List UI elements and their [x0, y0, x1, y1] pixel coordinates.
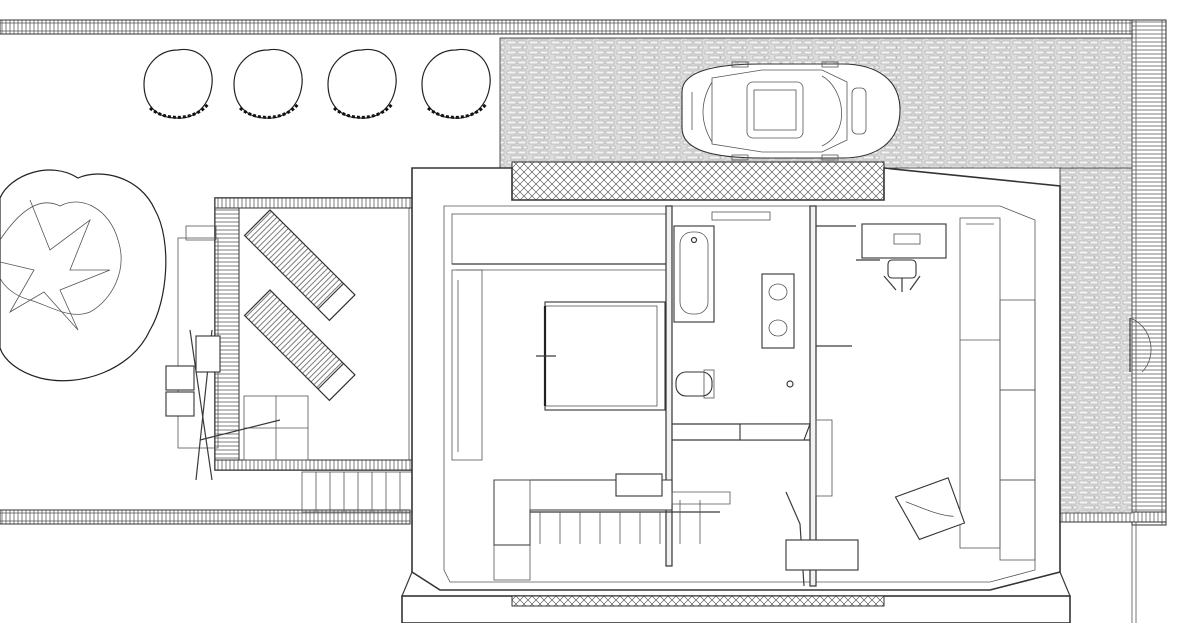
terrace-chairs	[165, 335, 221, 417]
car-icon	[681, 61, 901, 161]
sun-lounger-icon	[243, 289, 356, 402]
tree-icon	[233, 48, 303, 119]
sink-icon	[711, 211, 795, 349]
tree-icon	[143, 48, 213, 119]
tree-icon	[421, 48, 491, 119]
armchair-icon	[894, 477, 966, 541]
desk-chair-icon	[856, 223, 947, 292]
tree-row	[143, 48, 491, 119]
doors	[785, 317, 1152, 587]
sun-lounger-icon	[243, 209, 356, 322]
toilet-icon	[675, 369, 715, 399]
bed-icon	[536, 301, 666, 411]
building-shell	[401, 167, 1071, 623]
terrace	[177, 197, 416, 481]
bathtub-icon	[673, 225, 715, 323]
staircase-icon	[301, 471, 413, 513]
paved-driveway	[499, 37, 1133, 514]
staircase-icon	[493, 473, 731, 581]
tree-icon	[327, 48, 397, 119]
shrub-icon	[0, 169, 167, 382]
shower	[739, 380, 811, 441]
